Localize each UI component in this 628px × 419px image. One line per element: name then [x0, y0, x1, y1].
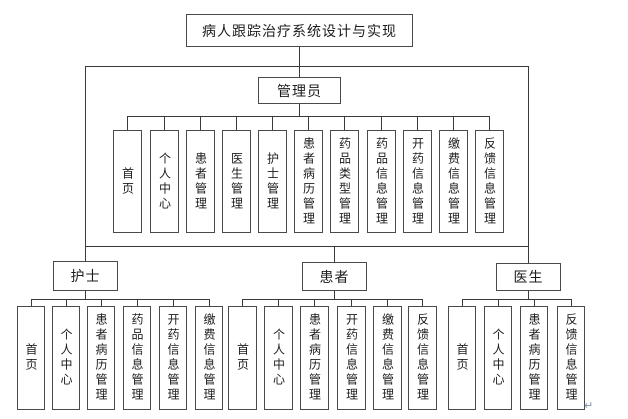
- patient-child: 开药信息管理: [337, 306, 366, 410]
- nurse-child: 患者病历管理: [87, 306, 115, 410]
- node-root-label: 病人跟踪治疗系统设计与实现: [202, 23, 397, 40]
- patient-child: 反馈信息管理: [408, 306, 437, 410]
- nurse-child-label: 患者病历管理: [94, 313, 108, 403]
- nurse-child: 缴费信息管理: [195, 306, 223, 410]
- doctor-child-label: 首页: [455, 343, 469, 373]
- node-admin-label: 管理员: [277, 83, 322, 100]
- node-patient: 患者: [302, 262, 367, 291]
- admin-child: 个人中心: [150, 130, 179, 233]
- node-doctor: 医生: [496, 263, 561, 291]
- admin-child: 反馈信息管理: [475, 130, 504, 233]
- admin-child-label: 首页: [120, 166, 135, 197]
- patient-child-label: 首页: [235, 343, 250, 373]
- doctor-child: 患者病历管理: [520, 306, 548, 410]
- nurse-child-label: 缴费信息管理: [202, 313, 216, 403]
- admin-child: 患者管理: [186, 130, 215, 233]
- node-nurse: 护士: [53, 261, 118, 291]
- admin-child-label: 患者管理: [193, 151, 208, 212]
- admin-child-label: 开药信息管理: [410, 136, 425, 227]
- node-root: 病人跟踪治疗系统设计与实现: [186, 14, 413, 47]
- node-doctor-label: 医生: [513, 270, 544, 286]
- patient-child-label: 患者病历管理: [307, 313, 322, 403]
- node-admin: 管理员: [258, 77, 341, 104]
- admin-child-label: 药品类型管理: [337, 136, 352, 227]
- doctor-child-label: 患者病历管理: [527, 313, 541, 403]
- nurse-child-label: 药品信息管理: [130, 313, 144, 403]
- nurse-child: 开药信息管理: [159, 306, 187, 410]
- patient-child-label: 反馈信息管理: [415, 313, 430, 403]
- admin-child-label: 医生管理: [229, 151, 244, 212]
- admin-child-label: 反馈信息管理: [482, 136, 497, 227]
- admin-child-label: 个人中心: [157, 151, 172, 212]
- admin-child: 药品类型管理: [330, 130, 359, 233]
- admin-child-label: 护士管理: [265, 151, 280, 212]
- patient-child-label: 开药信息管理: [344, 313, 359, 403]
- doctor-child: 反馈信息管理: [557, 306, 585, 410]
- doctor-child: 首页: [448, 306, 476, 410]
- admin-child: 开药信息管理: [403, 130, 432, 233]
- patient-child: 首页: [228, 306, 257, 410]
- doctor-child-label: 个人中心: [491, 328, 505, 388]
- nurse-child-label: 首页: [24, 343, 38, 373]
- node-nurse-label: 护士: [70, 269, 101, 285]
- admin-child-label: 患者病历管理: [301, 136, 316, 227]
- patient-child-label: 缴费信息管理: [380, 313, 395, 403]
- patient-child-label: 个人中心: [271, 328, 286, 388]
- nurse-child-label: 开药信息管理: [166, 313, 180, 403]
- node-patient-label: 患者: [319, 269, 350, 286]
- doctor-child: 个人中心: [484, 306, 512, 410]
- admin-child: 缴费信息管理: [439, 130, 468, 233]
- nurse-child: 首页: [17, 306, 45, 410]
- patient-child: 个人中心: [264, 306, 293, 410]
- admin-child: 患者病历管理: [294, 130, 323, 233]
- paragraph-return-mark: ↵: [584, 399, 594, 412]
- admin-child-label: 缴费信息管理: [446, 136, 461, 227]
- nurse-child: 药品信息管理: [123, 306, 151, 410]
- doctor-child-label: 反馈信息管理: [564, 313, 578, 403]
- patient-child: 患者病历管理: [300, 306, 329, 410]
- admin-child-label: 药品信息管理: [374, 136, 389, 227]
- patient-child: 缴费信息管理: [373, 306, 402, 410]
- admin-child: 药品信息管理: [367, 130, 396, 233]
- nurse-child-label: 个人中心: [59, 328, 73, 388]
- admin-child: 首页: [113, 130, 142, 233]
- nurse-child: 个人中心: [52, 306, 80, 410]
- admin-child: 医生管理: [222, 130, 251, 233]
- admin-child: 护士管理: [258, 130, 287, 233]
